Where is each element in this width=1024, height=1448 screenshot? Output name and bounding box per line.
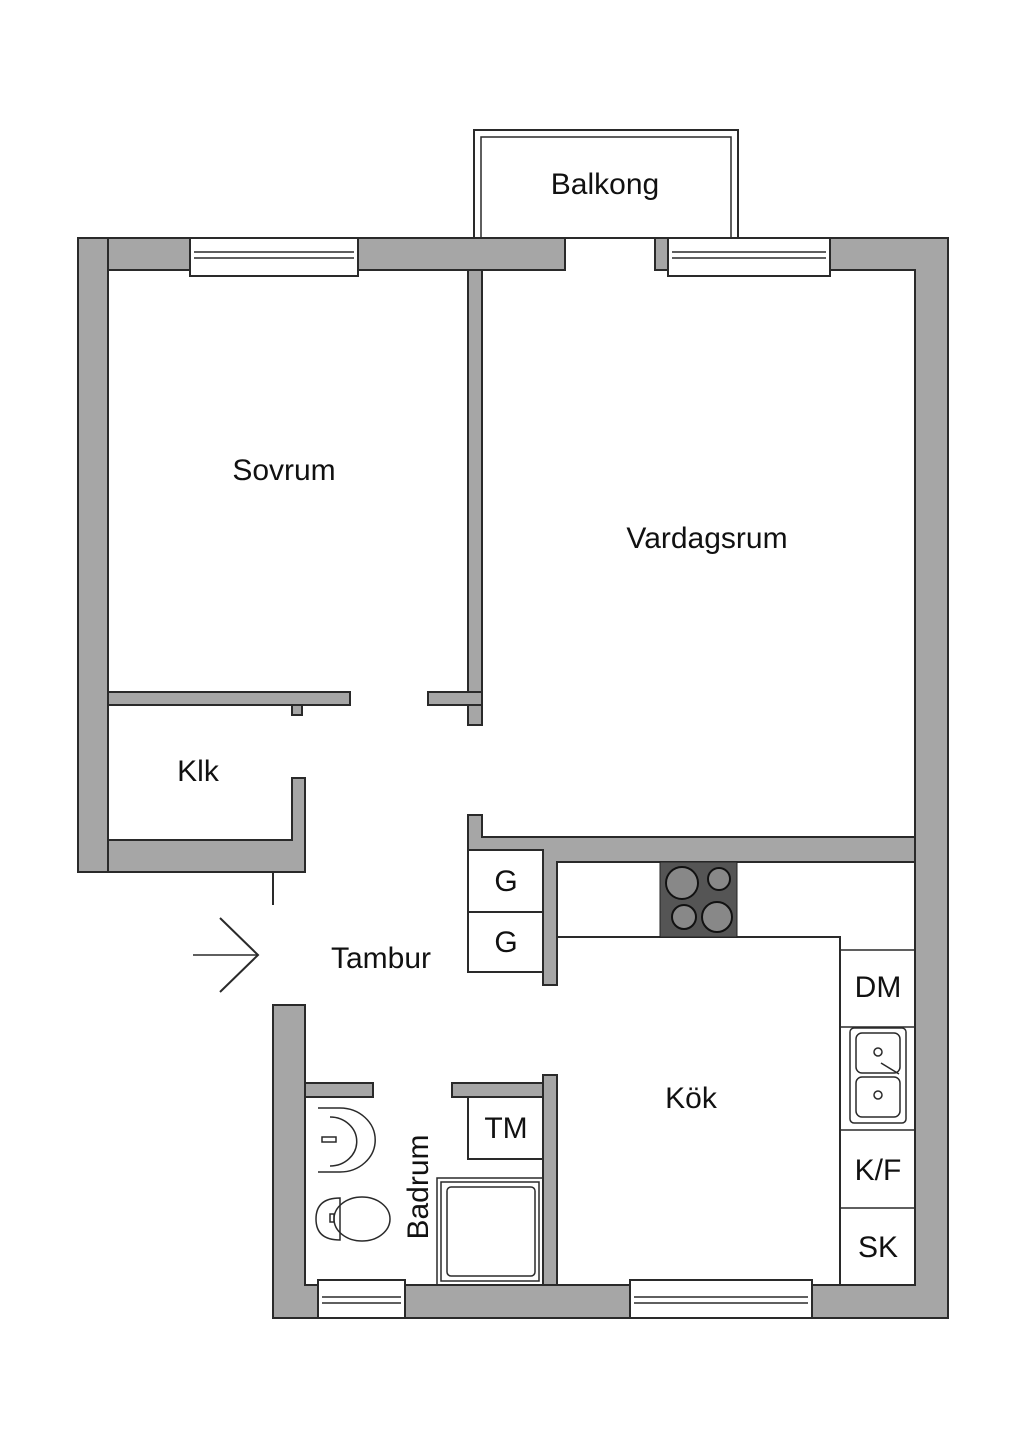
washing-machine-label: TM — [484, 1112, 527, 1145]
washbasin-icon — [318, 1107, 376, 1173]
room-label-bathroom: Badrum — [402, 1134, 435, 1239]
sink-icon — [849, 1027, 907, 1124]
room-label-closet: Klk — [177, 755, 220, 788]
balcony — [473, 129, 739, 239]
window-bedroom — [189, 237, 359, 277]
washing-machine — [467, 1096, 544, 1160]
room-label-entrance: Tambur — [331, 942, 431, 975]
wardrobe-label: G — [494, 926, 517, 959]
stove-icon — [659, 861, 738, 938]
room-label-kitchen: Kök — [665, 1082, 718, 1115]
room-label-bedroom: Sovrum — [232, 454, 335, 487]
window-living-room — [667, 237, 831, 277]
shower-icon — [436, 1177, 544, 1286]
fridge-freezer-label: K/F — [855, 1154, 902, 1187]
room-label-living-room: Vardagsrum — [626, 522, 787, 555]
toilet-icon — [315, 1196, 391, 1242]
dishwasher-label: DM — [855, 971, 902, 1004]
window-bathroom — [317, 1279, 406, 1319]
room-label-balcony: Balkong — [551, 168, 659, 201]
entrance-arrow-icon — [193, 917, 260, 993]
kitchen-counter — [556, 861, 916, 1286]
window-kitchen — [629, 1279, 813, 1319]
wardrobe-label: G — [494, 865, 517, 898]
wardrobe — [467, 911, 544, 973]
cabinet-label: SK — [858, 1231, 898, 1264]
